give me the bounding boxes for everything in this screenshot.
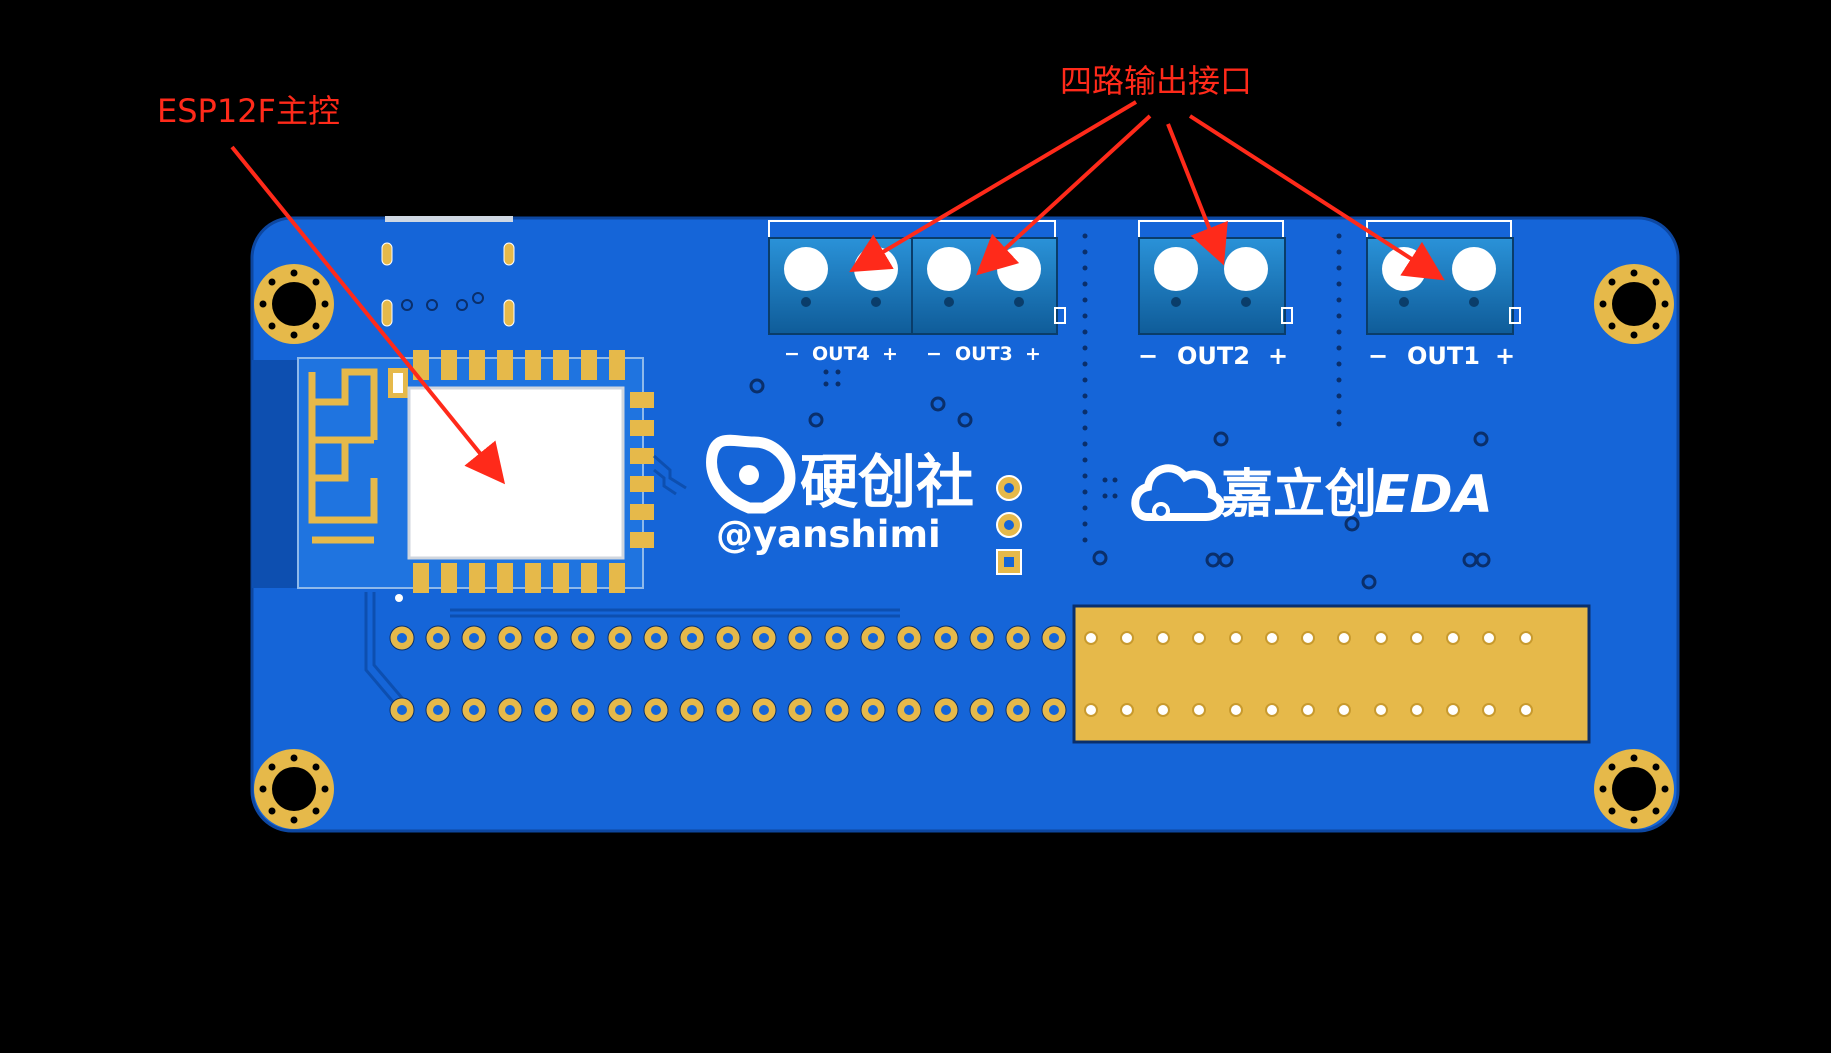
header-hole-centers <box>397 633 1059 715</box>
terminal-block-out2 <box>1138 220 1293 335</box>
hardware-club-logo-icon <box>706 434 796 514</box>
logo-right-eda: EDA <box>1374 465 1493 525</box>
usb-connector-outline <box>385 216 513 222</box>
mounting-hole <box>1594 749 1674 829</box>
hardware-club-logo: 硬创社 @yanshimi <box>706 434 974 556</box>
mounting-hole <box>254 749 334 829</box>
silk-out4-label: OUT4 <box>812 343 870 365</box>
logo-left-chinese: 硬创社 <box>800 448 974 516</box>
via-column <box>823 233 1342 543</box>
logo-right-chinese: 嘉立创 <box>1221 465 1377 525</box>
pcb-traces <box>364 454 900 711</box>
esp12f-side-pads <box>630 392 654 548</box>
out2-arrow <box>1166 123 1228 266</box>
jlc-eda-logo: 嘉立创 EDA <box>1131 464 1493 525</box>
mounting-hole <box>254 264 334 344</box>
silk-out4-plus: + <box>882 343 898 365</box>
three-pin-header <box>996 475 1022 575</box>
header-row-top <box>389 625 1067 651</box>
silk-out1-plus: + <box>1495 342 1515 370</box>
scattered-vias <box>749 378 1491 590</box>
silk-out2-plus: + <box>1268 342 1288 370</box>
copper-pour-area <box>1072 604 1591 744</box>
usb-pads <box>381 242 515 327</box>
copper-area-pins <box>1084 631 1533 717</box>
silk-out1-label: OUT1 <box>1407 342 1480 370</box>
logo-left-handle: @yanshimi <box>716 513 941 556</box>
esp12f-arrow <box>230 145 506 485</box>
silk-out2-minus: − <box>1138 342 1158 370</box>
cloud-icon <box>1131 464 1225 521</box>
silk-out1-minus: − <box>1368 342 1388 370</box>
silk-out4-minus: − <box>784 343 800 365</box>
esp12f-callout-label: ESP12F主控 <box>157 92 340 130</box>
mounting-hole <box>1594 264 1674 344</box>
esp12f-bottom-pads <box>413 563 625 593</box>
out4-arrow <box>849 100 1138 273</box>
terminal-block-out4-out3 <box>768 220 1058 335</box>
out1-arrow <box>1188 114 1445 281</box>
silk-out3-minus: − <box>926 343 942 365</box>
out3-arrow <box>976 114 1152 276</box>
pcb-antenna-trace <box>308 368 378 544</box>
esp12f-top-pads <box>413 350 625 380</box>
annotation-arrows <box>230 100 1445 485</box>
silk-out3-label: OUT3 <box>955 343 1013 365</box>
usb-signal-vias <box>401 292 484 311</box>
outputs-callout-label: 四路输出接口 <box>1060 62 1253 100</box>
terminal-block-out1 <box>1366 220 1521 335</box>
silk-out3-plus: + <box>1025 343 1041 365</box>
esp12f-module <box>252 350 654 602</box>
silk-out2-label: OUT2 <box>1177 342 1250 370</box>
